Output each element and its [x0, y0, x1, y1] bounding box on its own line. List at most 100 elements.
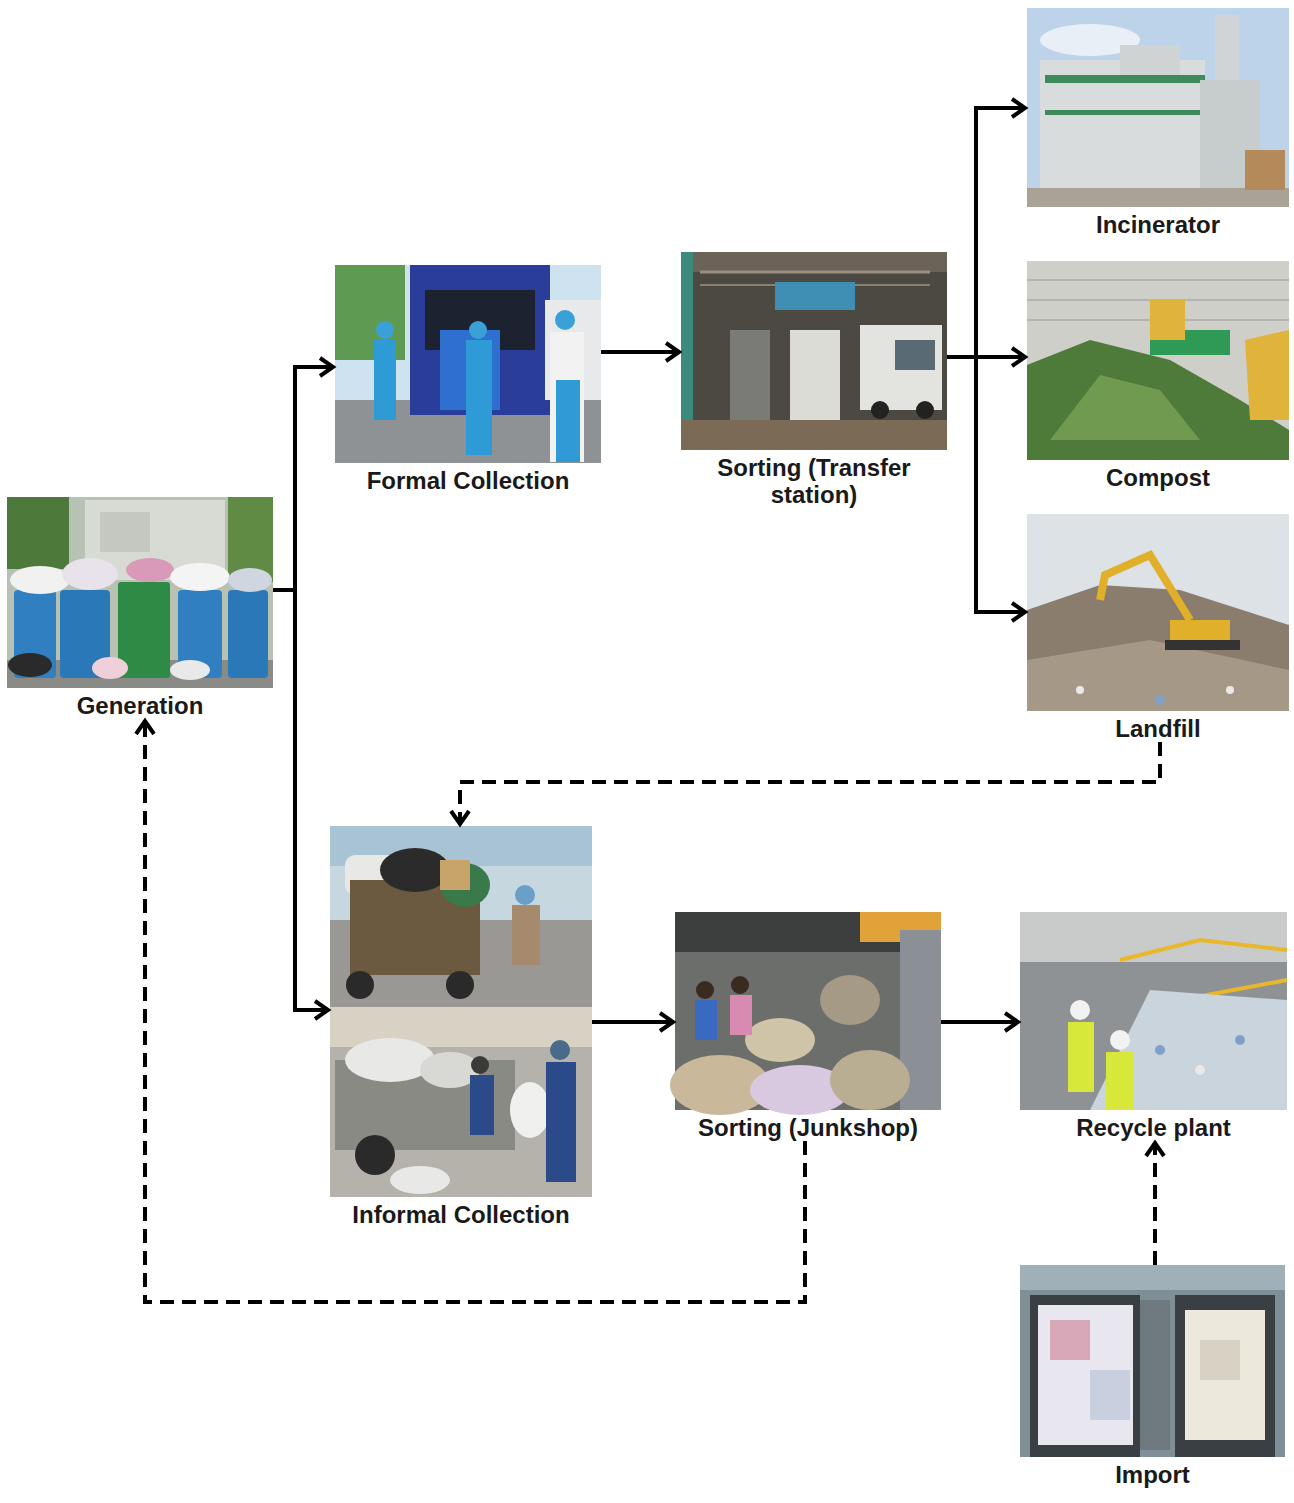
photo-node: Incinerator: [1027, 8, 1289, 238]
photo-node: Sorting (Junkshop): [675, 912, 941, 1141]
photo-node: Import: [1020, 1265, 1285, 1488]
recycle-plant-photo-part: [1106, 1052, 1134, 1110]
recycle-plant-photo-part: [1020, 912, 1287, 962]
connector-line: [1153, 1143, 1157, 1265]
landfill-photo-part: [1155, 695, 1165, 705]
recycle-plant-photo-part: [1070, 1000, 1090, 1020]
incinerator-photo-part: [1120, 45, 1180, 75]
node-label: Sorting (Junkshop): [675, 1114, 941, 1141]
photo-node: Formal Collection: [335, 265, 601, 494]
flow-connector: [273, 590, 328, 1019]
informal-collection-photo-part: [440, 860, 470, 890]
photo-node: Informal Collection: [330, 826, 592, 1228]
compost-photo-part: [1027, 261, 1289, 460]
informal-collection-photo-part: [390, 1166, 450, 1194]
generation-photo-part: [92, 657, 128, 679]
compost-photo-part: [1027, 279, 1289, 281]
junkshop-photo-part: [730, 995, 752, 1035]
import-photo: [1020, 1265, 1285, 1457]
transfer-station-photo-part: [681, 252, 947, 450]
formal-collection-photo-part: [469, 321, 487, 339]
arrow-head: [1012, 603, 1025, 621]
formal-collection-photo-part: [555, 310, 575, 330]
informal-collection-photo-part: [546, 1062, 576, 1182]
import-photo-part: [1050, 1320, 1090, 1360]
generation-photo-part: [228, 590, 268, 678]
generation-photo-part: [228, 568, 272, 592]
landfill-photo-part: [1226, 686, 1234, 694]
incinerator-photo-part: [1045, 75, 1205, 83]
formal-collection-photo: [335, 265, 601, 463]
compost-photo-part: [1150, 300, 1185, 340]
junkshop-photo-part: [695, 1000, 717, 1040]
node-label: Generation: [7, 692, 273, 719]
flow-connector: [451, 742, 1160, 824]
node-label: Formal Collection: [335, 467, 601, 494]
transfer-station-photo-part: [730, 330, 770, 420]
node-label: Informal Collection: [330, 1201, 592, 1228]
informal-collection-photo-part: [446, 971, 474, 999]
import-photo-part: [1200, 1340, 1240, 1380]
compost-photo: [1027, 261, 1289, 460]
import-photo-part: [1030, 1295, 1140, 1457]
arrow-head: [451, 811, 469, 824]
formal-collection-photo-part: [550, 332, 584, 462]
connector-line: [460, 742, 1160, 824]
informal-collection-photo-part: [355, 1135, 395, 1175]
informal-collection-photo-part: [515, 885, 535, 905]
arrow-head: [1012, 99, 1025, 117]
node-label: Landfill: [1027, 715, 1289, 742]
recycle-plant-photo-part: [1068, 1022, 1094, 1092]
import-photo-part: [1020, 1265, 1285, 1457]
photo-node: Recycle plant: [1020, 912, 1287, 1141]
formal-collection-photo-part: [556, 380, 580, 462]
arrow-head: [660, 1013, 673, 1031]
generation-photo-part: [100, 512, 150, 552]
incinerator-photo-part: [1245, 150, 1285, 190]
incinerator-photo: [1027, 8, 1289, 207]
incinerator-photo-part: [1045, 110, 1205, 115]
import-photo-part: [1185, 1310, 1265, 1440]
landfill-photo-part: [1027, 640, 1289, 711]
junkshop-photo-part: [830, 1050, 910, 1110]
generation-photo-part: [126, 558, 174, 582]
transfer-station-photo-part: [916, 401, 934, 419]
flow-connector: [601, 343, 679, 361]
generation-photo-part: [10, 566, 70, 594]
arrow-head: [320, 358, 333, 376]
compost-photo-part: [1050, 375, 1200, 440]
landfill-photo-part: [1076, 686, 1084, 694]
landfill-photo-part: [1100, 555, 1190, 620]
photo-node: Generation: [7, 497, 273, 719]
incinerator-photo-part: [1027, 188, 1289, 207]
incinerator-photo-part: [1040, 60, 1205, 190]
arrow-head: [315, 1001, 328, 1019]
transfer-station-photo: [681, 252, 947, 450]
generation-photo-part: [7, 497, 273, 688]
connector-line: [601, 350, 679, 354]
transfer-station-photo-part: [775, 282, 855, 310]
junkshop-photo-part: [820, 975, 880, 1025]
arrow-head: [666, 343, 679, 361]
landfill-photo-part: [1165, 640, 1240, 650]
node-label: Recycle plant: [1020, 1114, 1287, 1141]
generation-photo-part: [7, 497, 69, 569]
formal-collection-photo-part: [376, 321, 394, 339]
informal-collection-photo: [330, 826, 592, 1197]
connector-line: [273, 367, 333, 590]
informal-collection-photo-part: [471, 1056, 489, 1074]
generation-photo: [7, 497, 273, 688]
recycle-plant-photo-part: [1235, 1035, 1245, 1045]
formal-collection-photo-part: [335, 265, 601, 463]
flow-connector: [592, 1013, 673, 1031]
incinerator-photo-part: [1027, 8, 1289, 207]
transfer-station-photo-part: [790, 330, 840, 420]
import-photo-part: [1020, 1265, 1285, 1290]
transfer-station-photo-part: [860, 325, 942, 410]
landfill-photo-part: [1027, 514, 1289, 711]
flow-connector: [273, 358, 333, 590]
recycle-plant-photo-part: [1110, 1030, 1130, 1050]
node-label: Compost: [1027, 464, 1289, 491]
photo-node: Landfill: [1027, 514, 1289, 742]
